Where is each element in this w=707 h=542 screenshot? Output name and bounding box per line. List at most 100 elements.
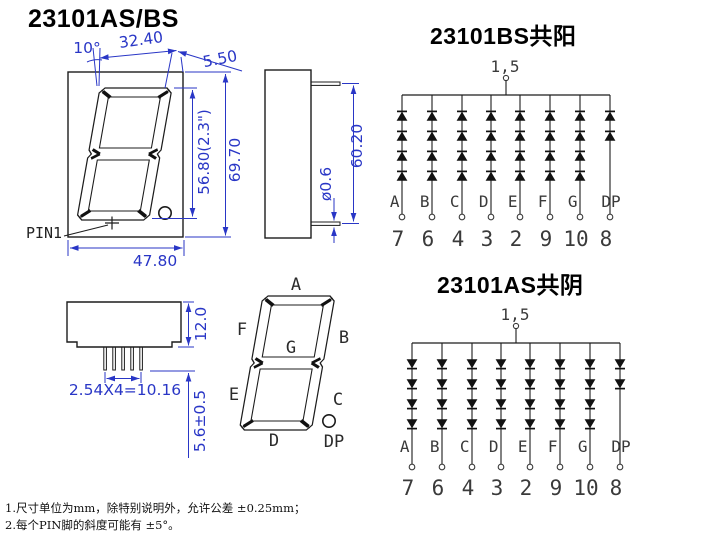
pin	[121, 346, 125, 371]
diode-icon	[574, 110, 586, 121]
diode-icon	[485, 170, 497, 181]
pin-terminal	[438, 463, 446, 471]
diode-icon	[614, 359, 626, 370]
pin-terminal	[526, 463, 534, 471]
pin	[103, 346, 107, 371]
segment-label: E	[518, 437, 528, 456]
front-view-dimensions	[67, 47, 243, 256]
diode-icon	[406, 399, 418, 410]
diode-icon	[456, 150, 468, 161]
pin-terminal	[556, 463, 564, 471]
dim-total-width: 47.80	[132, 252, 178, 270]
diode-icon	[406, 379, 418, 390]
note-line-2: 2.每个PIN脚的斜度可能有 ±5°。	[5, 518, 180, 532]
diode-icon	[406, 419, 418, 430]
diode-icon	[524, 419, 536, 430]
common-terminal	[512, 322, 520, 330]
diode-icon	[495, 379, 507, 390]
side-view-dimensions	[331, 83, 359, 243]
diode-icon	[495, 359, 507, 370]
pin	[112, 346, 116, 371]
pin-number: 3	[491, 476, 504, 500]
diode-icon	[485, 130, 497, 141]
dim-pin-length: 5.6±0.5	[191, 389, 209, 453]
pin-number: 2	[510, 227, 523, 251]
diode-icon	[554, 359, 566, 370]
dim-digit-height: 56.80(2.3")	[195, 109, 213, 195]
diode-icon	[426, 130, 438, 141]
segment-label: B	[430, 437, 440, 456]
note-line-1: 1.尺寸单位为mm，除特别说明外，允许公差 ±0.25mm；	[5, 501, 306, 515]
diode-icon	[436, 419, 448, 430]
pin-number: 7	[402, 476, 415, 500]
side-view-drawing	[264, 69, 341, 239]
segment-label-d: D	[268, 431, 280, 451]
circuit-as-title: 23101AS共阴	[437, 272, 584, 298]
diode-icon	[456, 110, 468, 121]
segment-label: F	[538, 192, 548, 211]
segment-label: A	[390, 192, 400, 211]
circuit-bs-title: 23101BS共阳	[430, 23, 577, 49]
pin-terminal	[616, 463, 624, 471]
diode-icon	[524, 379, 536, 390]
diode-icon	[466, 399, 478, 410]
pin-terminal	[546, 213, 554, 221]
diode-icon	[574, 150, 586, 161]
bottom-view-dimensions	[104, 301, 195, 458]
diode-icon	[554, 379, 566, 390]
segment-label: F	[548, 437, 558, 456]
pin1-leader-line	[63, 224, 109, 237]
dim-body-thickness: 12.0	[192, 306, 210, 342]
pin-number: 6	[422, 227, 435, 251]
pin-terminal	[516, 213, 524, 221]
diode-icon	[396, 170, 408, 181]
segment-label: C	[450, 192, 460, 211]
segment-label: C	[460, 437, 470, 456]
common-pin-label: 1,5	[501, 305, 530, 324]
pin-number: 10	[563, 227, 588, 251]
dim-total-height: 69.70	[226, 137, 244, 183]
segment-diagram-anchor	[239, 295, 335, 431]
diode-icon	[544, 110, 556, 121]
pin-number: 7	[392, 227, 405, 251]
decimal-point-outline	[158, 206, 173, 221]
dim-pin-diameter: ø0.6	[317, 166, 335, 202]
pin-terminal	[428, 213, 436, 221]
diode-icon	[584, 419, 596, 430]
pin-number: 4	[452, 227, 465, 251]
segment-label: DP	[611, 437, 630, 456]
diode-icon	[544, 150, 556, 161]
diode-icon	[456, 130, 468, 141]
pin-number: 10	[573, 476, 598, 500]
diode-icon	[426, 110, 438, 121]
diode-icon	[436, 399, 448, 410]
diode-icon	[584, 379, 596, 390]
diode-icon	[614, 379, 626, 390]
segment-label-f: F	[236, 320, 248, 340]
diode-icon	[426, 170, 438, 181]
front-view-drawing	[63, 71, 184, 238]
seven-segment-digit	[239, 295, 335, 431]
pin	[130, 346, 134, 371]
diode-icon	[544, 170, 556, 181]
diode-icon	[426, 150, 438, 161]
diode-icon	[466, 359, 478, 370]
pin-terminal	[487, 213, 495, 221]
segment-label: E	[508, 192, 518, 211]
pin-terminal	[408, 463, 416, 471]
dim-angle: 10°	[73, 39, 101, 57]
segment-label: DP	[601, 192, 620, 211]
pin1-cross-mark	[105, 216, 119, 230]
segment-label: A	[400, 437, 410, 456]
pin1-label: PIN1	[25, 224, 63, 242]
diode-icon	[466, 379, 478, 390]
segment-label: D	[479, 192, 489, 211]
pin-number: 8	[610, 476, 623, 500]
pin-number: 4	[462, 476, 475, 500]
pin-terminal	[576, 213, 584, 221]
diode-icon	[584, 359, 596, 370]
pin-terminal	[458, 213, 466, 221]
